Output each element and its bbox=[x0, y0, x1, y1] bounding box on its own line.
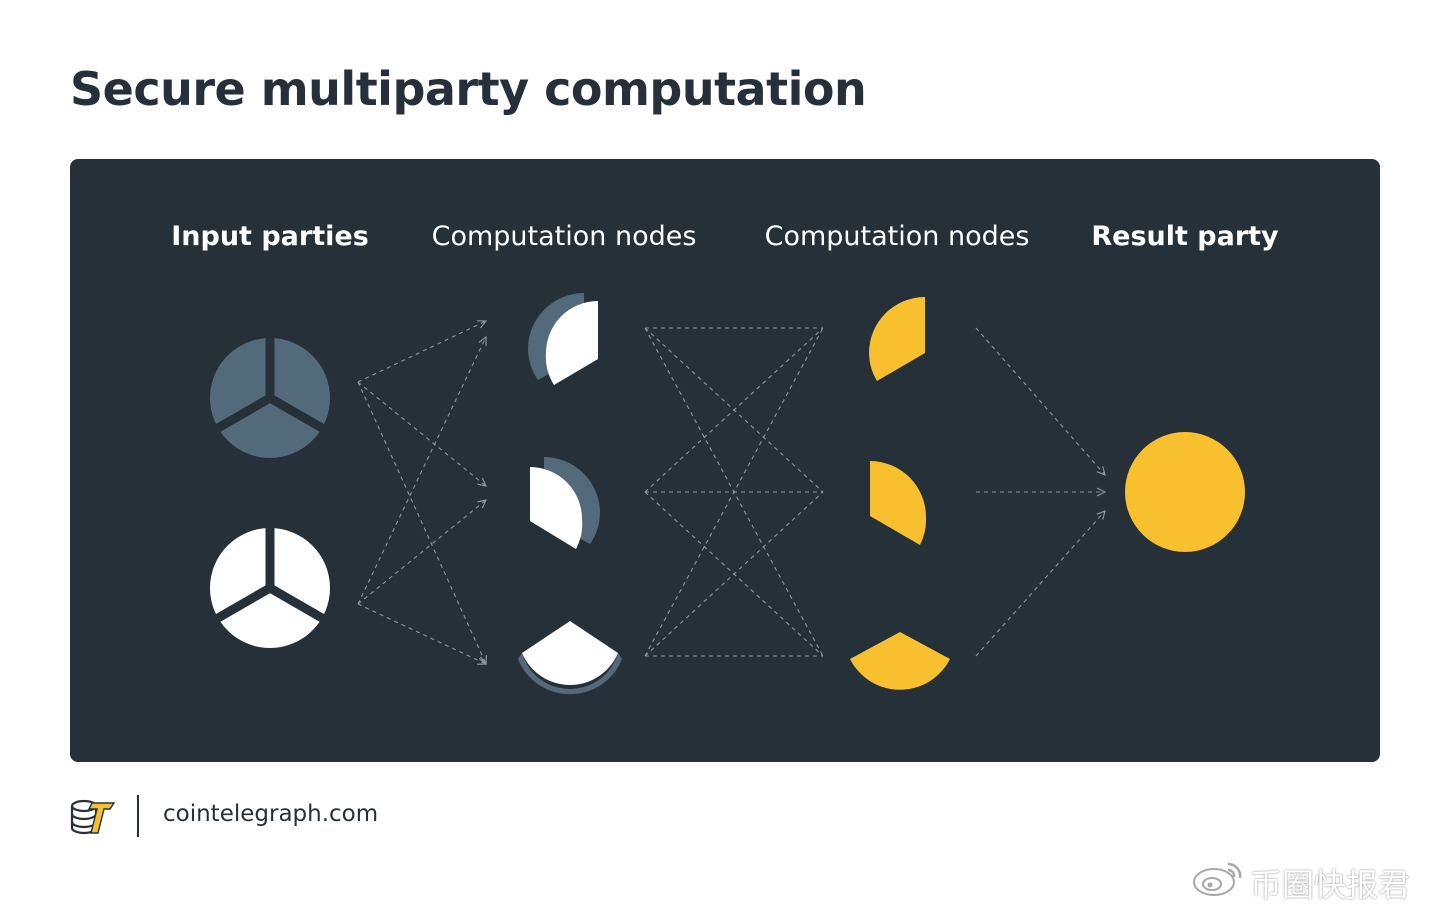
diagram-canvas bbox=[210, 293, 1245, 695]
computation-node-1-icon bbox=[528, 293, 598, 385]
nodes-to-result-arrows bbox=[975, 327, 1105, 657]
nodes-mesh-lines bbox=[644, 327, 824, 657]
column-label-computation-nodes-2: Computation nodes bbox=[764, 221, 1030, 252]
column-label-input-parties: Input parties bbox=[171, 221, 369, 252]
footer-divider bbox=[137, 795, 139, 837]
computation-node-3-icon bbox=[518, 621, 622, 695]
computation-node-6-icon bbox=[850, 632, 950, 690]
cointelegraph-logo-icon bbox=[70, 799, 116, 835]
computation-node-4-icon bbox=[869, 297, 925, 381]
result-party-icon bbox=[1125, 432, 1245, 552]
computation-node-2-icon bbox=[530, 457, 600, 549]
input-party-b-icon bbox=[210, 526, 330, 648]
footer-site-link[interactable]: cointelegraph.com bbox=[163, 801, 379, 827]
diagram-panel: Input parties Computation nodes Computat… bbox=[70, 159, 1380, 762]
page-title: Secure multiparty computation bbox=[70, 62, 867, 116]
column-label-result-party: Result party bbox=[1091, 221, 1279, 252]
weibo-icon bbox=[1193, 862, 1242, 896]
computation-node-5-icon bbox=[870, 461, 927, 545]
input-to-nodes-arrows bbox=[357, 321, 486, 664]
watermark-text: 币圈快报君 bbox=[1250, 866, 1411, 904]
input-party-a-icon bbox=[210, 336, 330, 458]
column-label-computation-nodes-1: Computation nodes bbox=[431, 221, 697, 252]
